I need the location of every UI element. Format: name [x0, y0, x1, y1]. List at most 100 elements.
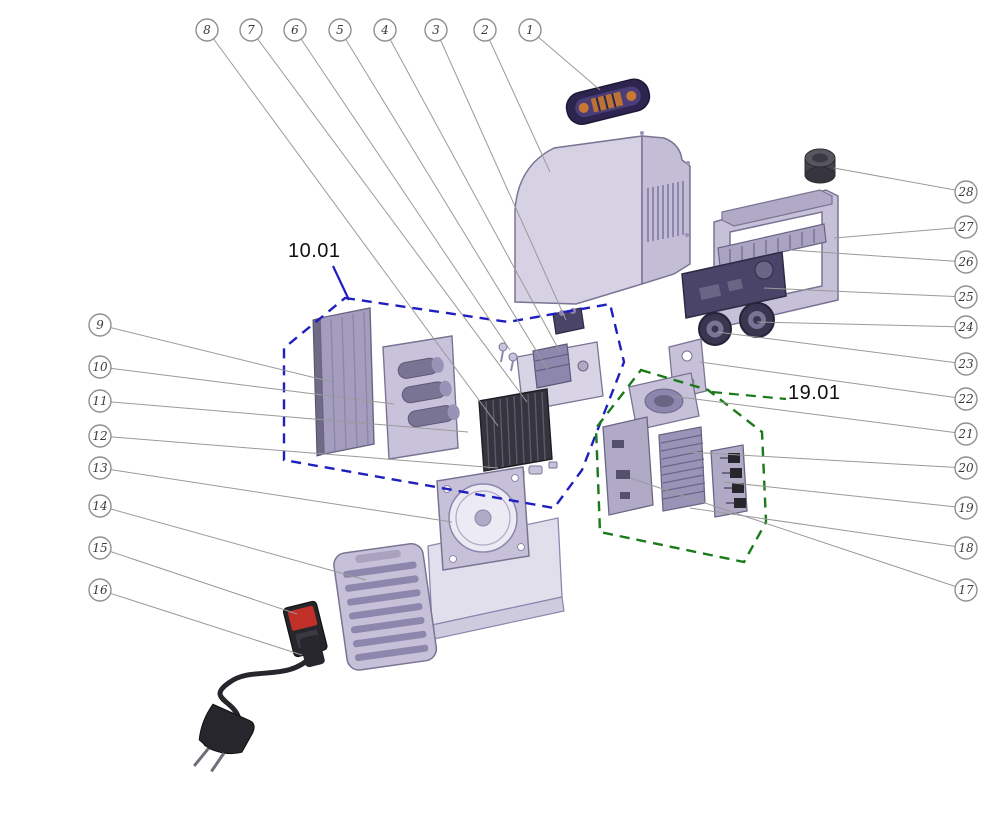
- leader-line-12: [99, 435, 499, 469]
- leader-line-21: [671, 395, 967, 435]
- part-rear-pcb-bar: [717, 223, 827, 267]
- part-screws: [498, 342, 518, 372]
- part-front-panel-plate: [681, 251, 787, 319]
- group-leader-10.01: [332, 265, 350, 301]
- part-fan-frame: [436, 466, 530, 571]
- leader-line-28: [833, 167, 967, 193]
- leader-line-9: [99, 324, 333, 383]
- callout-balloon-1: 1: [518, 18, 542, 42]
- leader-line-6: [294, 29, 511, 351]
- callout-balloon-3: 3: [424, 18, 448, 42]
- leader-line-27: [833, 226, 967, 239]
- callout-number: 18: [958, 541, 974, 555]
- part-main-pcb: [382, 335, 460, 460]
- callout-number: 11: [92, 394, 107, 408]
- callout-number: 24: [957, 320, 973, 334]
- leader-line-16: [99, 589, 303, 656]
- leader-line-13: [99, 467, 453, 523]
- group-label-10-01: 10.01: [288, 240, 341, 262]
- group-outline-10.01: [282, 296, 626, 510]
- callout-number: 15: [92, 541, 107, 555]
- callout-balloon-21: 21: [954, 422, 978, 446]
- callout-number: 22: [957, 392, 973, 406]
- group-label-19-01: 19.01: [788, 382, 841, 404]
- callout-number: 13: [92, 461, 108, 475]
- callout-number: 7: [247, 23, 255, 37]
- callout-balloon-12: 12: [88, 424, 112, 448]
- leader-line-25: [763, 287, 967, 298]
- part-secondary-heatsink: [658, 426, 706, 512]
- callout-balloon-15: 15: [88, 536, 112, 560]
- part-power-cord: [192, 634, 325, 773]
- callout-number: 9: [96, 318, 104, 332]
- leader-line-7: [250, 29, 528, 403]
- callout-balloon-27: 27: [954, 215, 978, 239]
- leader-line-2: [484, 29, 551, 173]
- callout-balloon-14: 14: [88, 494, 112, 518]
- leader-line-20: [687, 451, 967, 469]
- callout-number: 25: [957, 290, 973, 304]
- part-fan-shroud: [628, 372, 700, 431]
- callout-balloon-4: 4: [373, 18, 397, 42]
- leader-line-14: [99, 505, 367, 581]
- callout-balloon-24: 24: [954, 315, 978, 339]
- leader-line-22: [699, 361, 967, 400]
- callout-balloon-11: 11: [88, 389, 112, 413]
- leader-line-5: [339, 29, 549, 371]
- callout-balloon-20: 20: [954, 456, 978, 480]
- callout-number: 20: [957, 461, 974, 475]
- callout-number: 27: [957, 220, 974, 234]
- callout-balloon-7: 7: [239, 18, 263, 42]
- callout-balloon-25: 25: [954, 285, 978, 309]
- callout-number: 23: [957, 357, 974, 371]
- callout-number: 5: [336, 23, 344, 37]
- leader-line-4: [384, 29, 561, 353]
- callout-balloon-9: 9: [88, 313, 112, 337]
- leader-line-26: [789, 249, 967, 263]
- callout-balloon-5: 5: [328, 18, 352, 42]
- callout-number: 21: [957, 427, 973, 441]
- callout-number: 28: [957, 185, 974, 199]
- leader-line-11: [99, 400, 469, 433]
- callout-balloon-19: 19: [954, 496, 978, 520]
- leader-line-23: [716, 331, 967, 365]
- callout-balloon-26: 26: [954, 250, 978, 274]
- part-rear-knob: [804, 148, 836, 184]
- callout-balloon-18: 18: [954, 536, 978, 560]
- callout-number: 16: [92, 583, 108, 597]
- part-output-knob-left: [698, 312, 732, 346]
- part-secondary-pcb: [602, 416, 654, 516]
- leader-line-17: [629, 477, 967, 591]
- leader-line-19: [723, 481, 967, 509]
- callout-number: 12: [92, 429, 107, 443]
- leader-line-24: [756, 321, 967, 328]
- callout-number: 19: [958, 501, 974, 515]
- leader-line-8: [206, 29, 499, 427]
- leader-line-1: [529, 29, 601, 91]
- callout-balloon-2: 2: [473, 18, 497, 42]
- callout-balloon-17: 17: [954, 578, 978, 602]
- part-radiator-plate: [312, 307, 375, 457]
- callout-number: 1: [526, 23, 534, 37]
- callout-balloon-28: 28: [954, 180, 978, 204]
- callout-number: 6: [291, 23, 299, 37]
- part-output-knob-right: [739, 302, 775, 338]
- leader-line-10: [99, 366, 395, 405]
- callout-number: 17: [958, 583, 974, 597]
- callout-number: 4: [380, 23, 389, 37]
- callout-balloon-13: 13: [88, 456, 112, 480]
- callout-number: 10: [92, 360, 108, 374]
- callout-number: 8: [203, 23, 211, 37]
- callout-balloon-16: 16: [88, 578, 112, 602]
- callout-balloon-23: 23: [954, 352, 978, 376]
- callout-number: 26: [957, 255, 974, 269]
- callout-balloon-22: 22: [954, 387, 978, 411]
- callout-number: 2: [480, 23, 489, 37]
- group-leader-19.01: [711, 390, 787, 401]
- callout-balloon-8: 8: [195, 18, 219, 42]
- part-diode-strip: [710, 444, 748, 518]
- callout-number: 3: [432, 23, 440, 37]
- part-carry-handle: [565, 78, 651, 126]
